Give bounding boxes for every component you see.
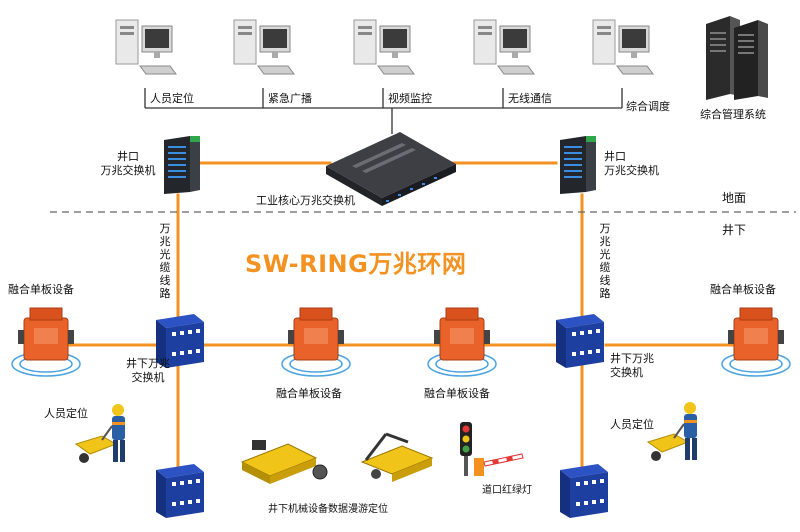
mining-machine-icon [236,432,328,494]
computer-icon [470,12,540,86]
computer-icon [589,12,659,86]
underground-zone-label: 井下 [722,223,747,237]
fiber-line-label: 万兆光缆线路 [159,222,171,300]
underground-switch-icon [556,462,612,526]
underground-switch-label: 井下万兆 交换机 [118,357,178,385]
fusion-device-label: 融合单板设备 [710,283,776,296]
traffic-light-label: 道口红绿灯 [482,485,532,496]
underground-switch-icon [152,312,208,376]
workstation-label: 无线通信 [508,92,552,105]
wellhead-switch-label: 井口 万兆交换机 [88,150,168,178]
underground-switch-icon [152,462,208,526]
fusion-device-icon [278,300,354,388]
underground-switch-label: 井下万兆 交换机 [610,352,654,380]
core-switch-icon [322,128,460,210]
wellhead-switch-icon [160,132,204,200]
personnel-positioning-label: 人员定位 [610,418,654,431]
computer-icon [350,12,420,86]
miner-with-cart-icon [72,400,134,476]
fiber-line-label: 万兆光缆线路 [599,222,611,300]
computer-icon [230,12,300,86]
wellhead-switch-line1: 井口 [117,150,139,163]
mining-machine-icon [356,430,440,492]
underground-switch-line2: 交换机 [610,366,643,379]
underground-switch-icon [552,312,608,376]
wellhead-switch-label: 井口 万兆交换机 [604,150,659,178]
fusion-device-icon [424,300,500,388]
workstation-label: 紧急广播 [268,92,312,105]
core-switch-label: 工业核心万兆交换机 [256,194,355,207]
underground-switch-line1: 井下万兆 [610,352,654,365]
fusion-device-icon [718,300,794,388]
fusion-device-label: 融合单板设备 [8,283,74,296]
surface-zone-label: 地面 [722,191,747,205]
fusion-device-label: 融合单板设备 [276,387,342,400]
ring-network-title: SW-RING万兆环网 [245,250,467,278]
fusion-device-icon [8,300,84,388]
wellhead-switch-line2: 万兆交换机 [604,164,659,177]
underground-switch-line2: 交换机 [131,371,165,384]
server-rack-icon [700,10,772,106]
computer-icon [112,12,182,86]
wellhead-switch-line1: 井口 [604,150,626,163]
wellhead-switch-icon [556,132,600,200]
miner-with-cart-icon [644,398,706,474]
machinery-roaming-label: 井下机械设备数据漫游定位 [268,504,388,515]
workstation-label: 人员定位 [150,92,194,105]
server-label: 综合管理系统 [700,108,766,121]
workstation-label: 视频监控 [388,92,432,105]
underground-switch-line1: 井下万兆 [126,357,170,370]
wellhead-switch-line2: 万兆交换机 [100,164,156,177]
fusion-device-label: 融合单板设备 [424,387,490,400]
personnel-positioning-label: 人员定位 [44,407,88,420]
traffic-light-icon [456,420,526,484]
workstation-label: 综合调度 [626,100,670,113]
